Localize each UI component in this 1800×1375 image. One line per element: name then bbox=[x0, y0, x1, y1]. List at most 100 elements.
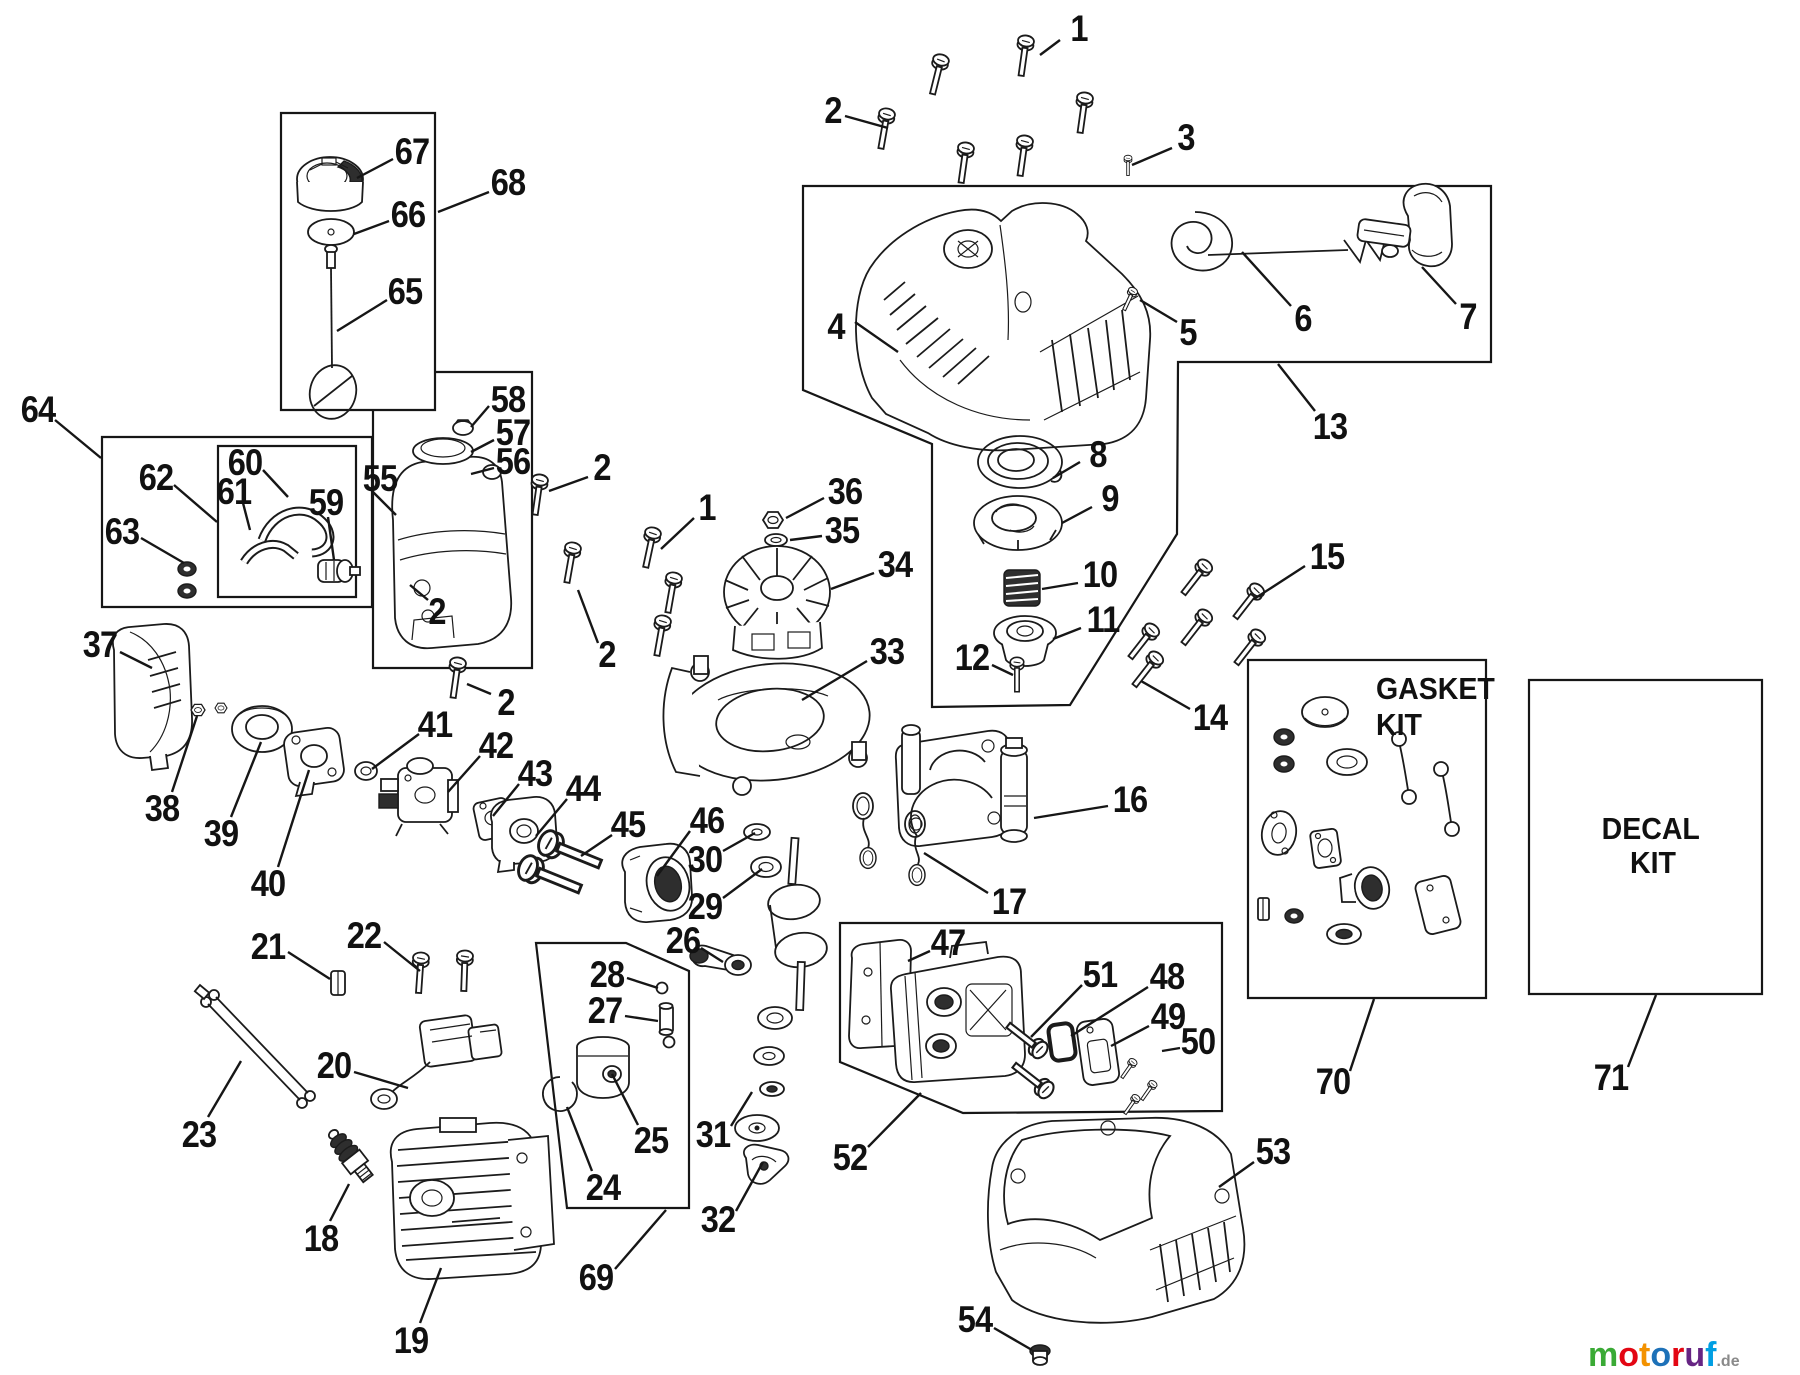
hose-inner-box bbox=[216, 444, 358, 599]
piston-group-box bbox=[534, 941, 691, 1210]
leader-line-22 bbox=[383, 941, 421, 972]
gasket-kit-title-line1: GASKET bbox=[1376, 671, 1495, 706]
part-label-29: 29 bbox=[687, 886, 723, 927]
rewind-spring bbox=[977, 435, 1063, 489]
cover-screws-group bbox=[872, 33, 1133, 185]
leader-line-17 bbox=[923, 851, 989, 895]
leader-line-65 bbox=[336, 298, 388, 333]
wrist-pin bbox=[658, 1002, 674, 1036]
part-label-55: 55 bbox=[362, 458, 398, 499]
watermark-letter: r bbox=[1671, 1336, 1685, 1374]
part-label-13: 13 bbox=[1312, 406, 1348, 447]
motoruf-watermark-suffix: .de bbox=[1716, 1353, 1740, 1370]
part-label-43: 43 bbox=[517, 753, 553, 794]
part-label-44: 44 bbox=[565, 768, 601, 809]
leader-line-28 bbox=[626, 976, 659, 990]
leader-line-13 bbox=[1277, 363, 1316, 412]
decal-kit-title-line1: DECAL bbox=[1601, 811, 1700, 846]
part-label-3: 3 bbox=[1177, 117, 1195, 158]
muffler-body bbox=[890, 941, 1026, 1083]
lower-bearing bbox=[757, 1006, 793, 1030]
leader-line-53 bbox=[1218, 1161, 1255, 1188]
leader-line-11 bbox=[1052, 626, 1082, 641]
leader-line-7 bbox=[1421, 266, 1457, 305]
leader-line-44 bbox=[535, 798, 568, 837]
leader-line-14 bbox=[1140, 679, 1191, 711]
pawl-carrier bbox=[743, 1143, 790, 1185]
part-label-38: 38 bbox=[144, 788, 180, 829]
part-label-31: 31 bbox=[695, 1114, 731, 1155]
starter-handle bbox=[1356, 182, 1453, 268]
leader-line-42 bbox=[447, 755, 481, 793]
part-label-10: 10 bbox=[1082, 554, 1118, 595]
decal-kit-box bbox=[1527, 678, 1764, 996]
leader-line-21 bbox=[287, 950, 331, 981]
part-label-24: 24 bbox=[585, 1167, 621, 1208]
spark-plug bbox=[327, 1129, 374, 1184]
leader-line-50 bbox=[1161, 1046, 1181, 1053]
intake-boot bbox=[621, 842, 693, 923]
ignition-coil bbox=[370, 1014, 503, 1110]
part-label-64: 64 bbox=[20, 389, 56, 430]
leader-line-34 bbox=[830, 571, 875, 591]
part-label-52: 52 bbox=[832, 1137, 868, 1178]
leader-line-25 bbox=[610, 1073, 640, 1126]
leader-line-26 bbox=[700, 946, 724, 964]
fuel-filter bbox=[317, 559, 361, 583]
part-label-36: 36 bbox=[827, 471, 863, 512]
starter-group-box bbox=[801, 184, 1493, 709]
part-label-8: 8 bbox=[1089, 434, 1107, 475]
leader-line-29 bbox=[722, 868, 763, 899]
starter-cup bbox=[993, 615, 1057, 667]
starter-cover bbox=[855, 202, 1152, 452]
leader-line-1 bbox=[660, 517, 695, 550]
carb-gasket-small bbox=[354, 761, 378, 781]
part-label-70: 70 bbox=[1315, 1061, 1351, 1102]
engine-mount-bracket bbox=[894, 724, 1028, 847]
part-label-16: 16 bbox=[1112, 779, 1148, 820]
part-label-15: 15 bbox=[1309, 536, 1345, 577]
gasket-kit-parts bbox=[1257, 696, 1462, 945]
motoruf-watermark: motoruf.de bbox=[1588, 1336, 1740, 1375]
leader-line-18 bbox=[328, 1183, 351, 1222]
part-label-48: 48 bbox=[1149, 956, 1185, 997]
part-label-33: 33 bbox=[869, 631, 905, 672]
watermark-letter: o bbox=[1618, 1336, 1640, 1374]
leader-line-3 bbox=[1131, 146, 1173, 167]
cap-retainer bbox=[308, 244, 358, 420]
leader-line-32 bbox=[734, 1161, 765, 1212]
leader-line-2 bbox=[844, 114, 889, 130]
leader-line-45 bbox=[580, 834, 613, 857]
leader-line-38 bbox=[170, 715, 199, 793]
leader-line-2 bbox=[466, 682, 492, 696]
part-label-2: 2 bbox=[428, 591, 446, 632]
part-label-22: 22 bbox=[346, 915, 382, 956]
part-label-25: 25 bbox=[633, 1120, 669, 1161]
part-label-17: 17 bbox=[991, 881, 1027, 922]
watermark-letter: u bbox=[1684, 1336, 1706, 1374]
shield-screws bbox=[1117, 1056, 1159, 1117]
watermark-letter: o bbox=[1650, 1336, 1672, 1374]
leader-line-66 bbox=[353, 219, 390, 236]
part-label-19: 19 bbox=[393, 1320, 429, 1361]
part-label-2: 2 bbox=[593, 447, 611, 488]
part-label-51: 51 bbox=[1082, 954, 1118, 995]
part-label-2: 2 bbox=[497, 682, 515, 723]
leader-line-51 bbox=[1030, 984, 1083, 1038]
leader-line-9 bbox=[1061, 505, 1093, 525]
part-label-11: 11 bbox=[1086, 599, 1121, 640]
accessory-box-64 bbox=[100, 435, 374, 609]
leader-line-2 bbox=[576, 589, 600, 644]
leader-line-70 bbox=[1348, 998, 1376, 1072]
part-label-62: 62 bbox=[138, 457, 174, 498]
part-label-9: 9 bbox=[1101, 478, 1119, 519]
part-label-39: 39 bbox=[203, 813, 239, 854]
leader-line-63 bbox=[140, 536, 185, 565]
part-label-67: 67 bbox=[394, 131, 430, 172]
part-label-28: 28 bbox=[589, 954, 625, 995]
exhaust-gasket bbox=[1046, 1021, 1078, 1063]
leader-line-2 bbox=[548, 475, 589, 493]
motoruf-watermark-letters: motoruf bbox=[1588, 1336, 1716, 1374]
